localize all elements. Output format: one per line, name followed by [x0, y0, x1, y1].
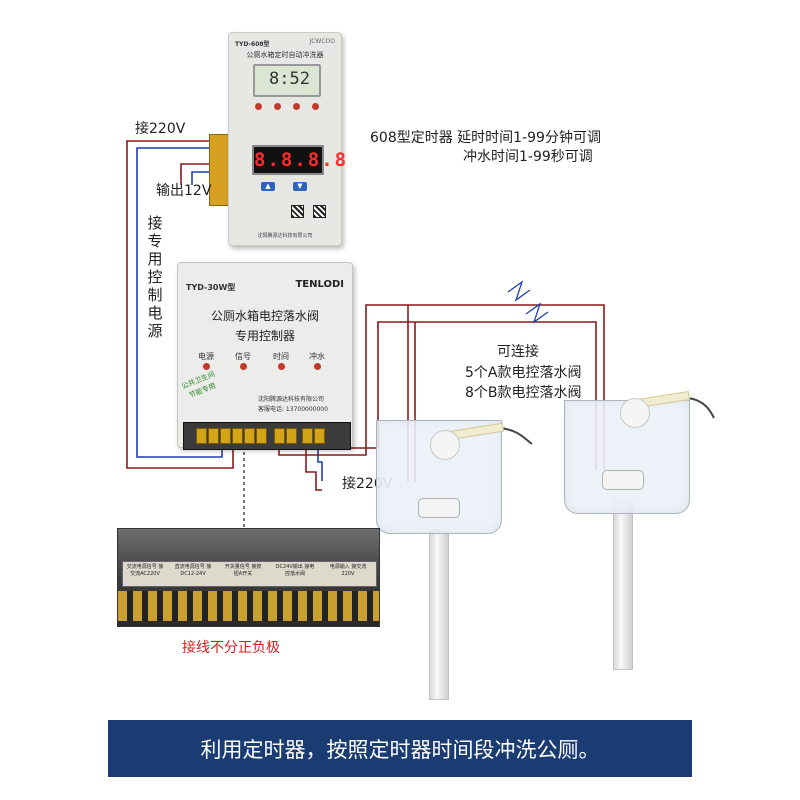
valve-1 [418, 498, 460, 518]
timer-key-2 [274, 103, 281, 110]
break-mark-2 [525, 302, 549, 324]
valve-cable-2 [687, 397, 715, 419]
terminal-label-plate: 交流电源信号 接交流AC220V 直流电源信号 接DC12-24V 开关量信号 … [122, 561, 377, 587]
indicator-lamp [203, 363, 210, 370]
qr-code-icon-2 [313, 205, 326, 218]
timer-key-4 [312, 103, 319, 110]
indicator-label: 电源 [198, 352, 214, 361]
float-ball-1 [430, 430, 460, 460]
timer-device: TYD-608型 JCWCOO 公厕水箱定时自动冲洗器 8:52 8.8.8.8… [228, 32, 349, 246]
timer-company: 沈阳腾源达科技有限公司 [257, 233, 313, 239]
controller-company: 沈阳腾源达科技有限公司 客服电话: 13700000000 [258, 395, 328, 415]
terminal-screw [302, 428, 313, 444]
controller-company-name: 沈阳腾源达科技有限公司 [258, 396, 325, 403]
terminal-screw [220, 428, 231, 444]
controller-title-2: 专用控制器 [234, 329, 295, 343]
connect-label: 可连接 [497, 344, 539, 360]
led-readout: 8.8.8.8 [254, 149, 349, 171]
valve-2 [602, 470, 644, 490]
terminal-screw [232, 428, 243, 444]
caption-text: 利用定时器，按照定时器时间段冲洗公厕。 [200, 738, 600, 762]
indicator-label: 时间 [273, 352, 289, 361]
polarity-note: 接线不分正负极 [182, 640, 280, 656]
controller-service: 客服电话: 13700000000 [258, 406, 328, 413]
terminal-screw [314, 428, 325, 444]
timer-key-1 [255, 103, 262, 110]
controller-brand: TENLODI [295, 279, 344, 290]
bottom-mains-red [305, 432, 322, 491]
controller-model: TYD-30W型 [186, 283, 236, 292]
terminal-screw [208, 428, 219, 444]
drain-pipe-2 [613, 500, 633, 670]
terminal-pins [118, 591, 379, 621]
valve-wire-red [278, 304, 605, 470]
mains-wire-red [126, 140, 234, 469]
indicator-lamp [240, 363, 247, 370]
char: 接 [147, 214, 163, 232]
indicator-lamp [278, 363, 285, 370]
timer-lcd: 8:52 [253, 64, 321, 97]
terminal-cell: DC24V输出 接电控落水阀 [275, 564, 315, 577]
timer-description-1: 608型定时器 延时时间1-99分钟可调 [370, 130, 601, 146]
up-arrow-icon: ▲ [261, 182, 275, 191]
char: 源 [147, 322, 163, 340]
char: 电 [147, 304, 163, 322]
timer-key-3 [293, 103, 300, 110]
lcd-readout: 8:52 [269, 69, 310, 89]
timer-title: 公厕水箱定时自动冲洗器 [246, 51, 324, 59]
indicator-label: 冲水 [309, 352, 325, 361]
controller-title-1: 公厕水箱电控落水阀 [210, 309, 319, 323]
terminal-screw [274, 428, 285, 444]
float-ball-2 [620, 398, 650, 428]
mains-label-top: 接220V [135, 121, 186, 137]
terminal-closeup-photo: 交流电源信号 接交流AC220V 直流电源信号 接DC12-24V 开关量信号 … [117, 528, 380, 627]
timer-model: TYD-608型 [235, 41, 270, 48]
break-mark-1 [507, 280, 531, 302]
controller-device: TYD-30W型 TENLODI 公厕水箱电控落水阀 专用控制器 电源 信号 时… [177, 262, 353, 448]
output-label: 输出12V [156, 183, 212, 199]
timer-led-display: 8.8.8.8 [252, 145, 349, 175]
char: 用 [147, 250, 163, 268]
energy-stamp: 公共卫生间 节能专用 [180, 369, 221, 403]
terminal-screw [244, 428, 255, 444]
terminal-screw [196, 428, 207, 444]
char: 控 [147, 268, 163, 286]
caption-banner: 利用定时器，按照定时器时间段冲洗公厕。 [108, 720, 692, 777]
down-arrow-icon: ▼ [293, 182, 307, 191]
capacity-b-label: 8个B款电控落水阀 [465, 385, 582, 401]
timer-description-2: 冲水时间1-99秒可调 [463, 149, 593, 165]
capacity-a-label: 5个A款电控落水阀 [465, 365, 582, 381]
terminal-cell: 交流电源信号 接交流AC220V [126, 564, 164, 577]
output-wire-blue [191, 171, 212, 185]
indicator-lamp [314, 363, 321, 370]
output-wire-red [180, 163, 212, 185]
valve-cable-1 [499, 427, 533, 445]
char: 制 [147, 286, 163, 304]
terminal-screw [256, 428, 267, 444]
indicator-label: 信号 [235, 352, 251, 361]
timer-terminal-strip [209, 134, 230, 206]
terminal-cell: 开关量信号 接按钮A开关 [224, 564, 262, 577]
timer-brand: JCWCOO [309, 38, 335, 45]
drain-pipe-1 [429, 530, 449, 700]
char: 专 [147, 232, 163, 250]
qr-code-icon [291, 205, 304, 218]
terminal-screw [286, 428, 297, 444]
terminal-cell: 直流电源信号 接DC12-24V [174, 564, 212, 577]
dedicated-power-label: 接 专 用 控 制 电 源 [147, 214, 163, 340]
terminal-cell: 电源输入 接交流220V [329, 564, 367, 577]
